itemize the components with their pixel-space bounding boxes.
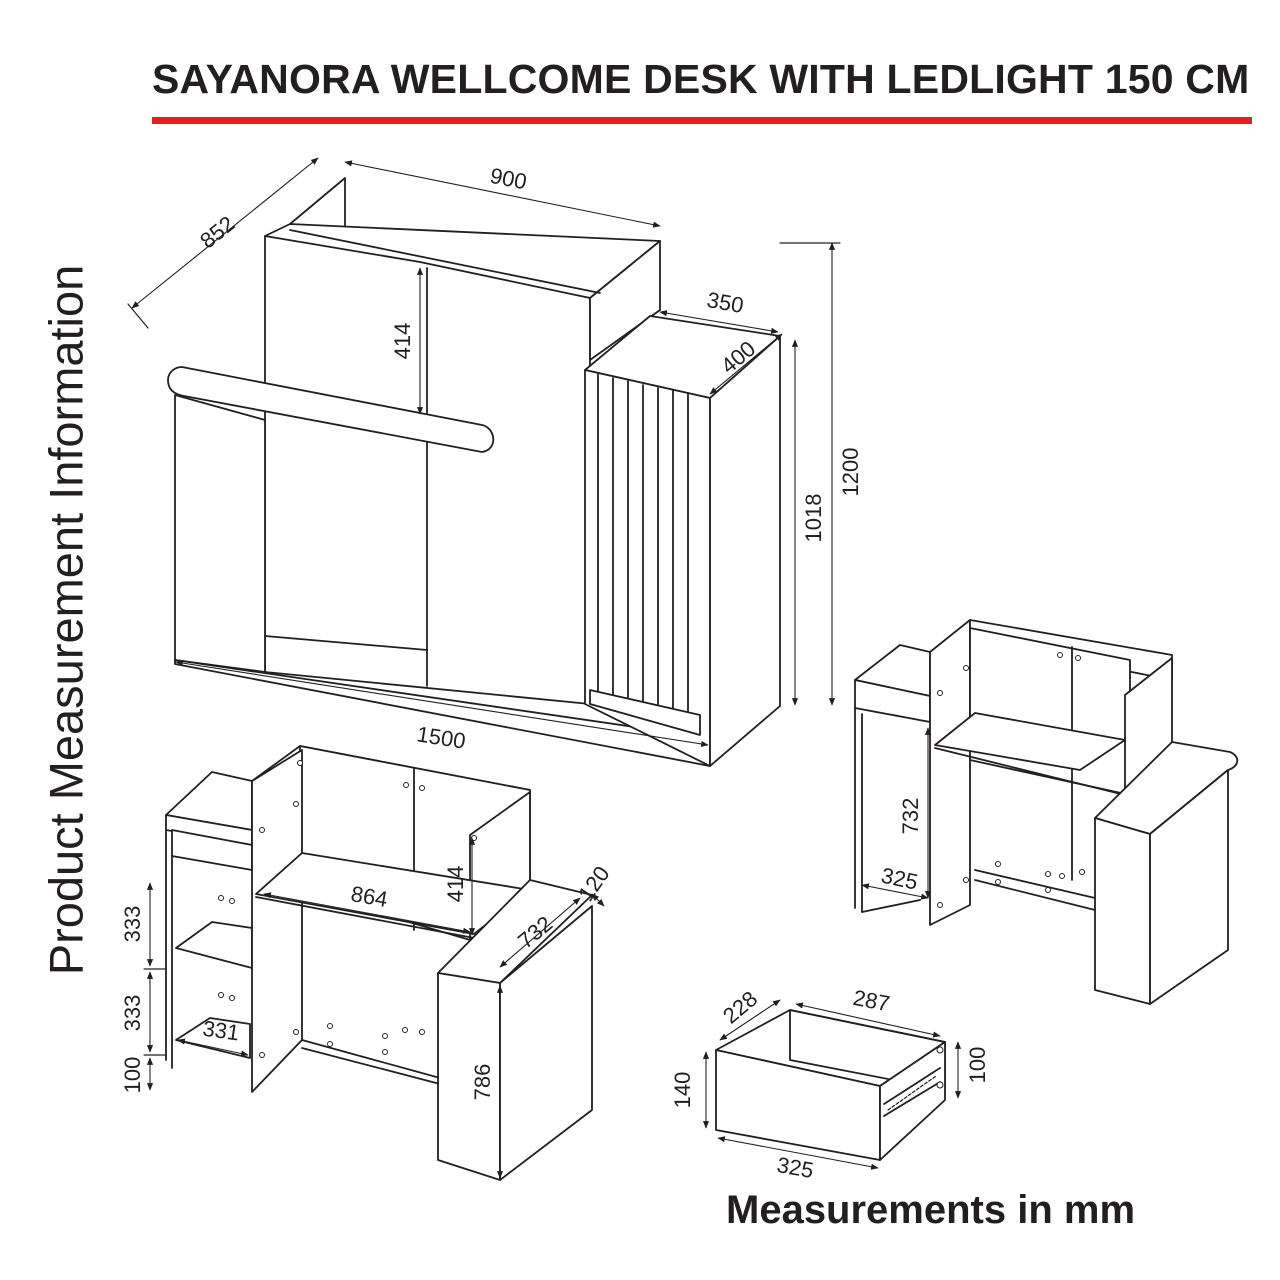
- dim-786: 786: [470, 1064, 495, 1101]
- dim-100-plinth: 100: [120, 1057, 145, 1094]
- dim-333-lower: 333: [120, 995, 145, 1032]
- back-open-view: 732 325: [854, 619, 1239, 1005]
- main-desk-view: 852 900 414 350 400 1018 1200 1500: [127, 157, 863, 767]
- dim-1500: 1500: [415, 721, 467, 753]
- drawer-view: 228 287 140 100 325: [670, 985, 990, 1183]
- front-open-view: 333 333 100 331 864 414 732 120 786: [120, 745, 615, 1181]
- dim-1200: 1200: [838, 448, 863, 497]
- dim-852: 852: [195, 211, 239, 254]
- units-note: Measurements in mm: [726, 1188, 1136, 1232]
- page-title: SAYANORA WELLCOME DESK WITH LEDLIGHT 150…: [152, 56, 1250, 102]
- dim-333-upper: 333: [120, 906, 145, 943]
- dim-414-main: 414: [390, 323, 415, 360]
- dim-100-drawer: 100: [965, 1047, 990, 1084]
- dim-350: 350: [705, 287, 746, 318]
- dim-414-front: 414: [443, 866, 468, 903]
- dim-732-back: 732: [898, 798, 923, 835]
- dim-325-drawer: 325: [775, 1152, 816, 1183]
- dim-1018: 1018: [801, 494, 826, 543]
- dim-140: 140: [670, 1072, 695, 1109]
- title-rule: [152, 117, 1252, 124]
- dim-900: 900: [488, 163, 529, 195]
- dim-331: 331: [201, 1016, 241, 1046]
- dim-287: 287: [851, 985, 892, 1017]
- dim-228: 228: [718, 986, 762, 1029]
